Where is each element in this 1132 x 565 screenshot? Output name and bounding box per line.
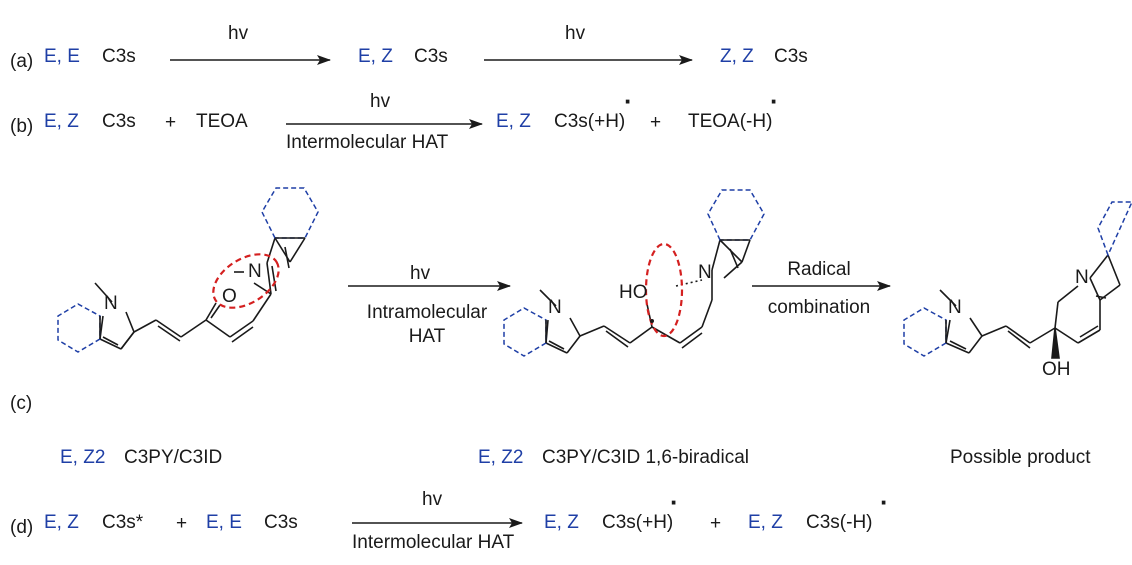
row-a-arrow1-label: hv	[228, 23, 249, 44]
mol2-atom-n-right: N	[698, 262, 712, 283]
row-d-r1-iso: E, Z	[44, 512, 79, 533]
row-c-arrow2-bottom: combination	[767, 297, 871, 318]
row-b-radical-dot-1: ·	[624, 86, 633, 116]
row-b-r1-name: C3s	[102, 111, 136, 132]
caption-1-iso: E, Z2	[60, 447, 106, 468]
row-a-name-1: C3s	[102, 46, 136, 67]
row-b-plus-2: +	[650, 112, 662, 133]
row-b-radical-dot-2: ·	[770, 86, 779, 116]
mol1-atom-o: O	[222, 286, 237, 307]
highlight-oval-1	[212, 253, 280, 309]
row-b-arrow-bottom: Intermolecular HAT	[286, 132, 449, 153]
row-a-name-2: C3s	[414, 46, 448, 67]
molecule-product	[939, 254, 1121, 359]
mol1-atom-n-left: N	[104, 293, 118, 314]
highlight-oval-2	[644, 242, 684, 338]
caption-3: Possible product	[950, 447, 1091, 468]
row-d-r2-iso: E, E	[206, 512, 242, 533]
row-a-iso-2: E, Z	[358, 46, 393, 67]
row-a-arrow2-label: hv	[565, 23, 586, 44]
row-b-p1-iso: E, Z	[496, 111, 531, 132]
mol3-atom-n-left: N	[948, 297, 962, 318]
row-d-arrow-top: hv	[422, 489, 443, 510]
row-c-arrow1-top: hv	[410, 263, 431, 284]
row-d-radical-dot-1: ·	[670, 487, 679, 517]
row-b-arrow-top: hv	[370, 91, 391, 112]
row-d-arrow-bottom: Intermolecular HAT	[352, 532, 515, 553]
row-c-arrow1-bottom: HAT	[408, 326, 446, 347]
row-b-label: (b)	[10, 116, 34, 137]
caption-1-name: C3PY/C3ID	[124, 447, 223, 468]
row-d-r1-name: C3s*	[102, 512, 144, 533]
row-d-plus-2: +	[710, 513, 722, 534]
row-d-p1-name: C3s(+H)	[602, 512, 674, 533]
row-b-r1-iso: E, Z	[44, 111, 79, 132]
row-a-iso-1: E, E	[44, 46, 80, 67]
row-d-label: (d)	[10, 517, 34, 538]
row-b-p2: TEOA(-H)	[688, 111, 773, 132]
mol3-atom-oh: OH	[1042, 359, 1071, 380]
row-a-name-3: C3s	[774, 46, 808, 67]
molecule-reactant	[94, 237, 291, 350]
row-a-label: (a)	[10, 51, 34, 72]
mol3-atom-n-ring: N	[1075, 267, 1089, 288]
row-d-p2-iso: E, Z	[748, 512, 783, 533]
mol2-atom-n-left: N	[548, 297, 562, 318]
caption-2-iso: E, Z2	[478, 447, 524, 468]
row-d-radical-dot-2: ·	[880, 487, 889, 517]
row-c-arrow1-mid: Intramolecular	[366, 302, 488, 323]
row-b-r2: TEOA	[196, 111, 248, 132]
mol1-atom-n-right: N	[248, 261, 262, 282]
row-c-arrow2-top: Radical	[787, 259, 851, 280]
row-d-plus-1: +	[176, 513, 188, 534]
row-b-p1-name: C3s(+H)	[554, 111, 626, 132]
row-d-r2-name: C3s	[264, 512, 298, 533]
row-d-p1-iso: E, Z	[544, 512, 579, 533]
row-c-label: (c)	[10, 393, 33, 414]
caption-2-name: C3PY/C3ID 1,6-biradical	[542, 447, 749, 468]
row-b-plus-1: +	[165, 112, 177, 133]
mol2-atom-ho: HO	[619, 282, 648, 303]
row-a-iso-3: Z, Z	[720, 46, 754, 67]
row-d-p2-name: C3s(-H)	[806, 512, 873, 533]
